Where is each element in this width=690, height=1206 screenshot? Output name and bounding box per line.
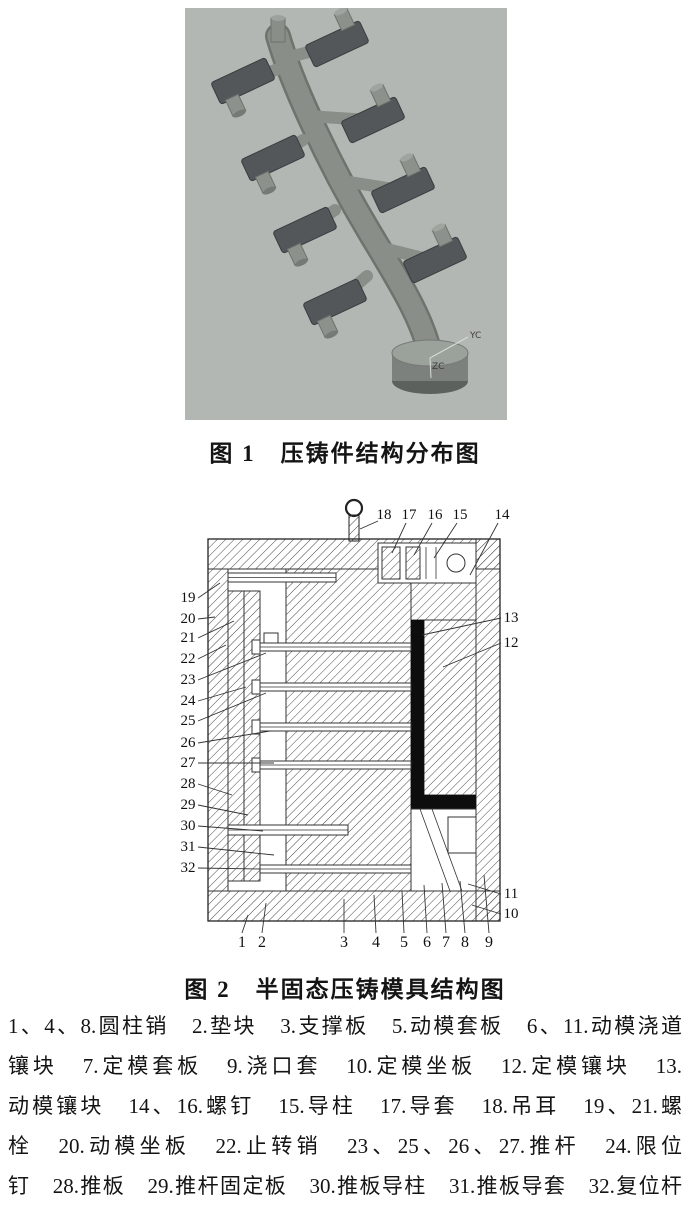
- figure2-label-3: 3: [340, 934, 348, 951]
- figure2-label-13: 13: [504, 610, 519, 626]
- casting: [341, 83, 405, 144]
- figure2-label-12: 12: [504, 635, 519, 651]
- figure2-label-10: 10: [504, 906, 519, 922]
- axis-label-z: ZC: [432, 362, 444, 372]
- figure2-label-15: 15: [453, 507, 468, 523]
- figure2-label-7: 7: [442, 934, 450, 951]
- legend-line-4: 栓 20.动模坐板 22.止转销 23、25、26、27.推杆 24.限位: [8, 1134, 682, 1158]
- figure2-label-4: 4: [372, 934, 380, 951]
- casting: [371, 153, 435, 214]
- figure2-label-1: 1: [238, 934, 246, 951]
- casting: [305, 8, 369, 68]
- figure2-label-24: 24: [181, 693, 197, 709]
- figure2-label-17: 17: [402, 507, 418, 523]
- figure2-label-5: 5: [400, 934, 408, 951]
- casting: [211, 57, 275, 118]
- figure2-label-27: 27: [181, 755, 197, 771]
- runner-trunk: [265, 23, 442, 363]
- axis-label-y: YC: [469, 331, 481, 341]
- figure2-label-16: 16: [428, 507, 444, 523]
- figure2-label-26: 26: [181, 735, 197, 751]
- figure2-label-29: 29: [181, 797, 196, 813]
- legend-line-2: 镶块 7.定模套板 9.浇口套 10.定模坐板 12.定模镶块 13.: [8, 1054, 682, 1078]
- figure2-label-25: 25: [181, 713, 196, 729]
- casting: [273, 206, 337, 267]
- figure2-label-18: 18: [377, 507, 392, 523]
- sprue-top: [270, 15, 286, 43]
- figure2-label-22: 22: [181, 651, 196, 667]
- figure2-label-23: 23: [181, 672, 196, 688]
- legend-line-1: 1、4、8.圆柱销 2.垫块 3.支撑板 5.动模套板 6、11.动模浇道: [8, 1014, 682, 1038]
- casting: [241, 134, 305, 195]
- figure2-label-2: 2: [258, 934, 266, 951]
- mold-section: [207, 498, 501, 922]
- legend-line-5: 钉 28.推板 29.推杆固定板 30.推板导柱 31.推板导套 32.复位杆: [8, 1174, 682, 1198]
- figure2-label-31: 31: [181, 839, 196, 855]
- legend-line-3: 动模镶块 14、16.螺钉 15.导柱 17.导套 18.吊耳 19、21.螺: [8, 1094, 682, 1118]
- casting: [403, 223, 467, 284]
- figure2-label-14: 14: [495, 507, 511, 523]
- biscuit: YC ZC: [391, 331, 481, 394]
- figure2-label-32: 32: [181, 860, 196, 876]
- figure2-image: 18 17 16 15 14 19 20 21 22 23 24 25 26 2…: [181, 498, 519, 951]
- parts-legend: 1、4、8.圆柱销 2.垫块 3.支撑板 5.动模套板 6、11.动模浇道 镶块…: [8, 1006, 682, 1206]
- leader-lines: [197, 520, 502, 934]
- eye-bolt: [344, 498, 364, 518]
- figure2-label-28: 28: [181, 776, 196, 792]
- figure2-label-11: 11: [504, 886, 518, 902]
- figure1-caption: 图 1 压铸件结构分布图: [209, 441, 481, 466]
- casting: [303, 278, 367, 339]
- figure1-image: YC ZC: [185, 8, 507, 420]
- figure2-labels: 18 17 16 15 14 19 20 21 22 23 24 25 26 2…: [181, 507, 519, 951]
- figure2-label-6: 6: [423, 934, 431, 951]
- figure2-label-8: 8: [461, 934, 469, 951]
- figure2-label-19: 19: [181, 590, 196, 606]
- figure2-label-9: 9: [485, 934, 493, 951]
- figure2-label-30: 30: [181, 818, 196, 834]
- figure2-label-20: 20: [181, 611, 196, 627]
- figure2-label-21: 21: [181, 630, 196, 646]
- figure2-caption: 图 2 半固态压铸模具结构图: [184, 977, 506, 1002]
